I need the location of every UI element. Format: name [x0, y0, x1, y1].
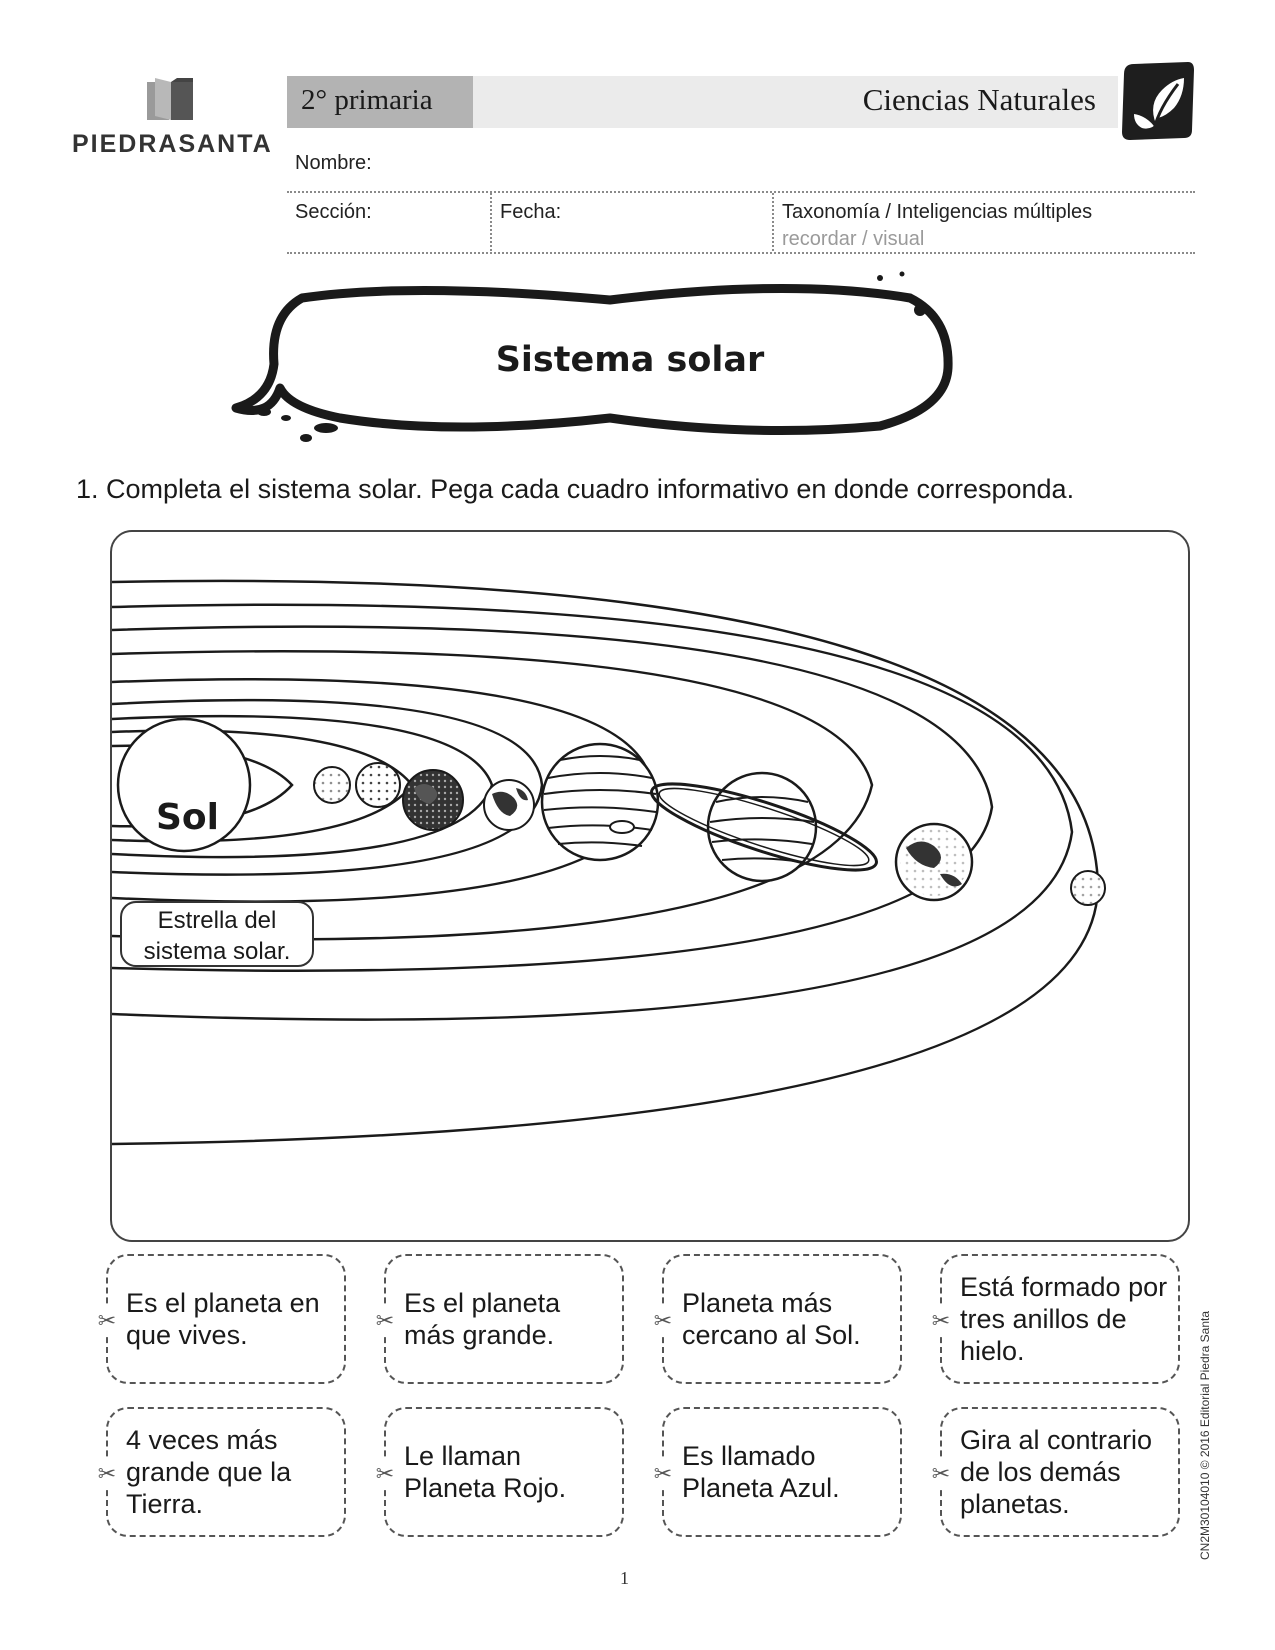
- divider-line: [287, 191, 1195, 193]
- publisher-name: PIEDRASANTA: [72, 130, 273, 158]
- info-card-text: 4 veces más grande que la Tierra.: [126, 1425, 292, 1519]
- scissors-icon: ✂: [94, 1306, 120, 1336]
- subject-bar: Ciencias Naturales: [473, 76, 1118, 128]
- divider-line: [490, 193, 492, 251]
- scissors-icon: ✂: [928, 1306, 954, 1336]
- info-card[interactable]: ✂ Es llamado Planeta Azul.: [650, 1407, 902, 1537]
- uranus-icon: [894, 822, 974, 902]
- scissors-icon: ✂: [650, 1459, 676, 1489]
- info-card-text: Planeta más cercano al Sol.: [682, 1288, 861, 1350]
- divider-line: [772, 193, 774, 251]
- page-title: Sistema solar: [495, 340, 765, 380]
- sun-info-box: Estrella del sistema solar.: [120, 901, 314, 967]
- info-card-text: Gira al contrario de los demás planetas.: [960, 1425, 1153, 1519]
- publisher-logo: PIEDRASANTA: [70, 72, 273, 162]
- taxonomy-value: recordar / visual: [782, 228, 925, 250]
- name-label: Nombre:: [295, 152, 372, 174]
- taxonomy-label: Taxonomía / Inteligencias múltiples: [782, 201, 1093, 223]
- info-card-text: Es llamado Planeta Azul.: [682, 1441, 840, 1503]
- info-card[interactable]: ✂ Es el planeta más grande.: [372, 1254, 624, 1384]
- date-label: Fecha:: [500, 201, 562, 223]
- jupiter-icon: [540, 742, 660, 862]
- mars-icon: [483, 779, 535, 831]
- section-label: Sección:: [295, 201, 372, 223]
- copyright-notice: CN2M30104010 © 2016 Editorial Piedra San…: [1198, 1311, 1212, 1560]
- subject-label: Ciencias Naturales: [862, 82, 1096, 117]
- grade-bar: 2° primaria: [287, 76, 473, 128]
- page-number: 1: [620, 1568, 629, 1588]
- info-card[interactable]: ✂ Le llaman Planeta Rojo.: [372, 1407, 624, 1537]
- instruction-text: 1. Completa el sistema solar. Pega cada …: [76, 474, 1075, 504]
- info-card[interactable]: ✂ Es el planeta en que vives.: [94, 1254, 346, 1384]
- orbits: [112, 579, 1100, 1146]
- scissors-icon: ✂: [372, 1459, 398, 1489]
- sun-label: Sol: [156, 797, 219, 838]
- scissors-icon: ✂: [94, 1459, 120, 1489]
- divider-line: [287, 252, 1195, 254]
- venus-icon: [355, 762, 401, 808]
- info-card[interactable]: ✂ Gira al contrario de los demás planeta…: [928, 1407, 1180, 1537]
- solar-system-diagram: [110, 530, 1190, 1242]
- sun-info-line: Estrella del: [157, 907, 277, 934]
- neptune-icon: [1070, 870, 1106, 906]
- leaf-icon: [1118, 60, 1196, 142]
- info-card[interactable]: ✂ 4 veces más grande que la Tierra.: [94, 1407, 346, 1537]
- info-card-text: Está formado por tres anillos de hielo.: [960, 1272, 1168, 1366]
- scissors-icon: ✂: [928, 1459, 954, 1489]
- sun-icon: [116, 717, 252, 853]
- grade-label: 2° primaria: [301, 84, 433, 116]
- info-card-text: Le llaman Planeta Rojo.: [404, 1441, 567, 1503]
- info-card[interactable]: ✂ Planeta más cercano al Sol.: [650, 1254, 902, 1384]
- info-card[interactable]: ✂ Está formado por tres anillos de hielo…: [928, 1254, 1180, 1384]
- sun-info-line: sistema solar.: [143, 938, 291, 965]
- info-card-text: Es el planeta en que vives.: [126, 1288, 320, 1350]
- title-speech-bubble: [230, 268, 990, 453]
- book-logo-icon: [147, 78, 193, 120]
- scissors-icon: ✂: [372, 1306, 398, 1336]
- scissors-icon: ✂: [650, 1306, 676, 1336]
- saturn-icon: [650, 771, 878, 883]
- info-card-text: Es el planeta más grande.: [404, 1288, 561, 1350]
- earth-icon: [402, 769, 464, 831]
- mercury-icon: [313, 766, 351, 804]
